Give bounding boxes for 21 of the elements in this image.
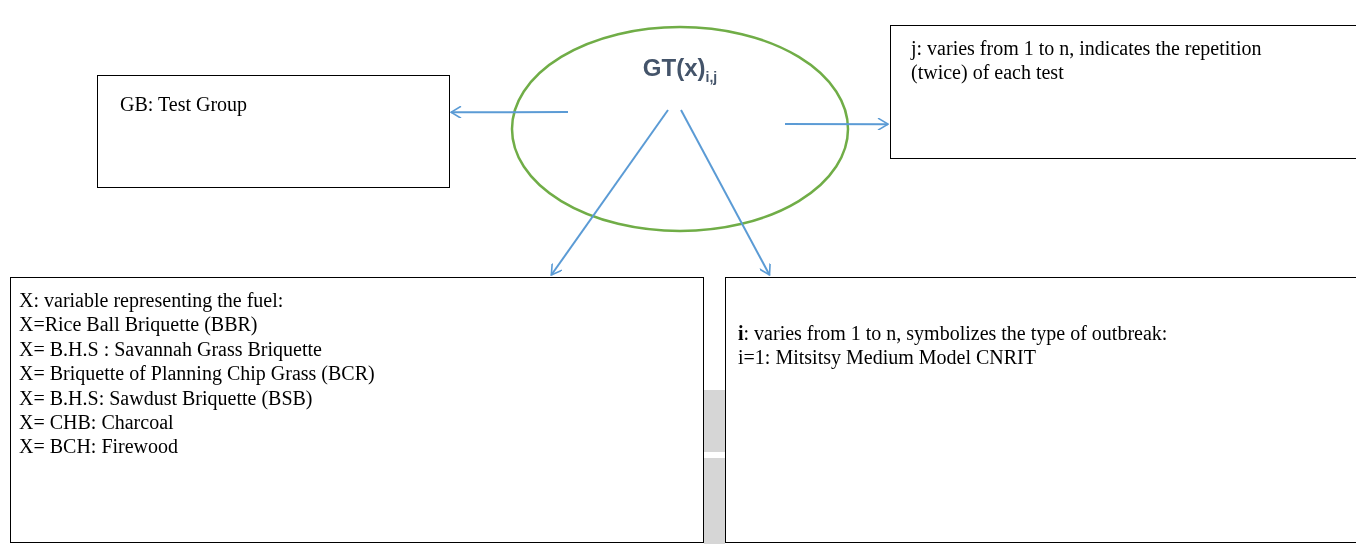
formula-text: GT(x)$_{i,j}$ xyxy=(641,56,719,87)
box-text: X= B.H.S: Sawdust Briquette (BSB) xyxy=(19,385,314,411)
ellipse-node xyxy=(510,25,850,233)
box-text: X= CHB: Charcoal xyxy=(19,410,175,435)
box-text: X= Briquette of Planning Chip Grass (BCR) xyxy=(19,361,376,386)
arrow xyxy=(450,105,569,120)
box-text: X=Rice Ball Briquette (BBR) xyxy=(19,312,259,337)
arrow xyxy=(784,117,889,131)
text-box xyxy=(10,277,704,543)
box-text: X= B.H.S : Savannah Grass Briquette xyxy=(19,336,323,362)
box-text: GB: Test Group xyxy=(120,92,249,117)
arrow xyxy=(550,109,669,276)
text-box xyxy=(97,75,450,188)
box-text: j: varies from 1 to n, indicates the repetition (twice) of each test xyxy=(911,36,1263,85)
box-text: i=1: Mitsitsy Medium Model CNRIT xyxy=(738,345,1037,370)
text-box xyxy=(890,25,1356,159)
box-text: X= BCH: Firewood xyxy=(19,434,180,459)
box-text: X: variable representing the fuel: xyxy=(19,288,285,313)
box-text: i: varies from 1 to n, symbolizes the type of outbreak: xyxy=(738,321,1169,346)
arrow xyxy=(680,109,771,276)
text-box xyxy=(725,277,1356,543)
